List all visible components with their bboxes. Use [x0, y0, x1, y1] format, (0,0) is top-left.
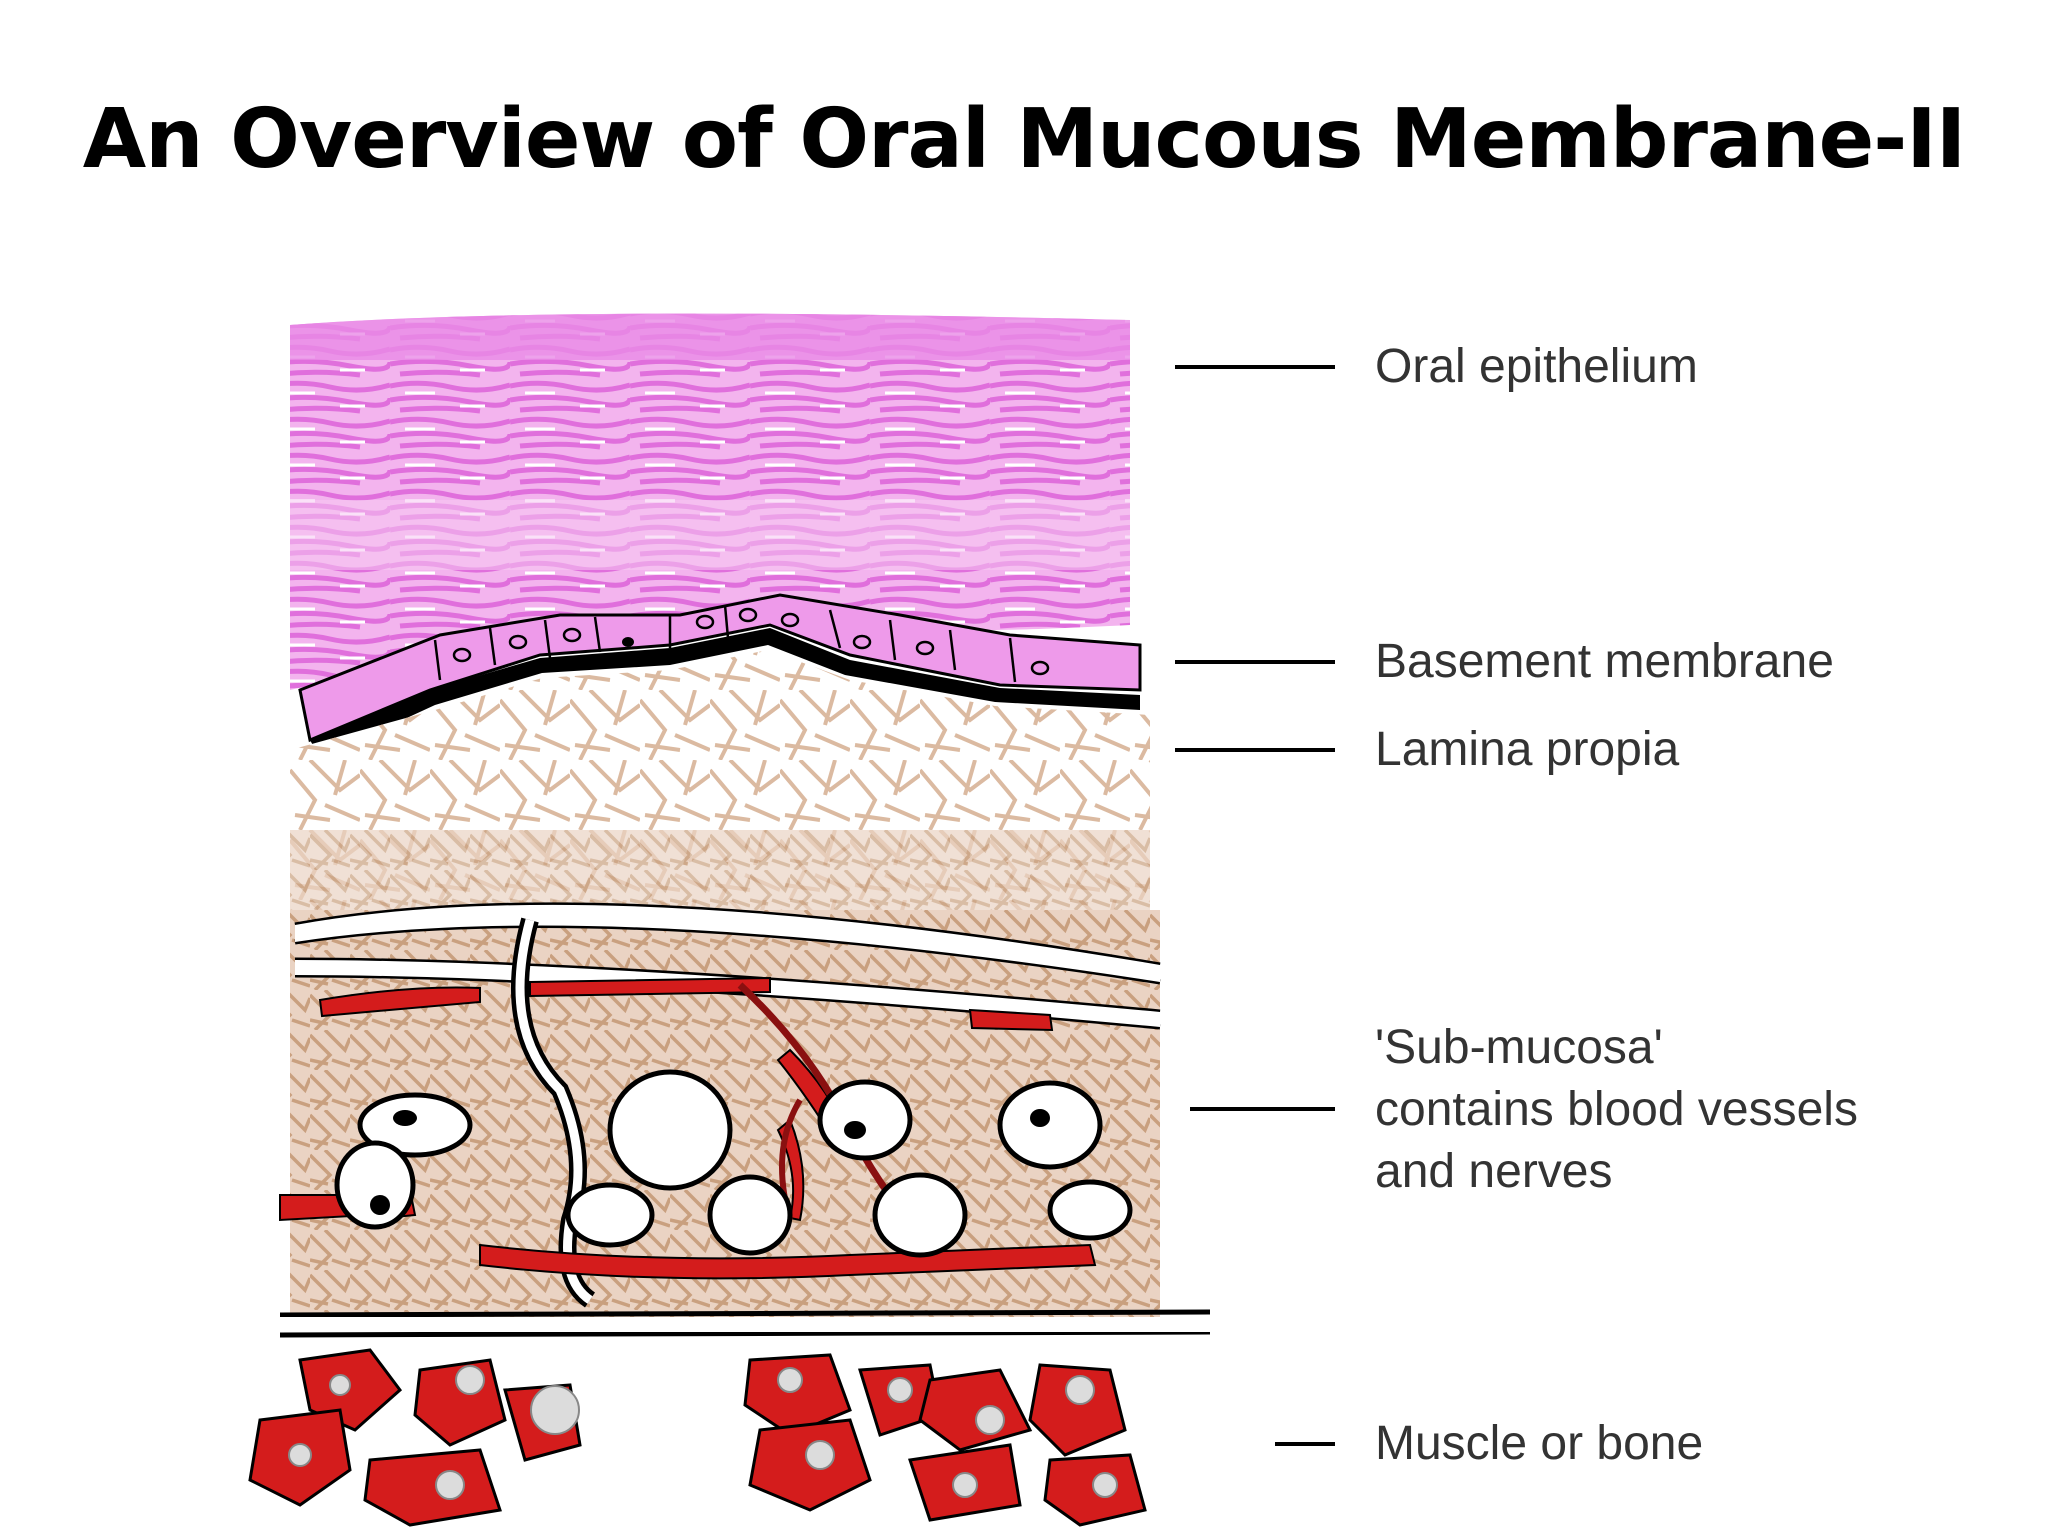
leader-muscle-bone: [1275, 1442, 1335, 1446]
basement-membrane: [310, 628, 1140, 758]
oral-epithelium-layer: [290, 313, 1130, 690]
leader-lamina-propria: [1175, 748, 1335, 752]
leader-basement-membrane: [1175, 660, 1335, 664]
submucosa-layer: [279, 902, 1210, 1338]
label-lamina-propria: Lamina propia: [1375, 723, 1680, 776]
lamina-propria-layer: [290, 650, 1150, 910]
basal-cell-layer: [298, 593, 1142, 743]
leader-submucosa: [1190, 1107, 1335, 1111]
label-submucosa-line2: contains blood vessels: [1375, 1083, 1858, 1136]
oral-mucosa-diagram: [248, 313, 1210, 1527]
label-basement-membrane: Basement membrane: [1375, 635, 1834, 688]
label-oral-epithelium: Oral epithelium: [1375, 340, 1698, 393]
leader-oral-epithelium: [1175, 365, 1335, 369]
slide-title: An Overview of Oral Mucous Membrane-II: [82, 92, 1967, 187]
muscle-bone-layer: [248, 1348, 1147, 1527]
label-submucosa-line1: 'Sub-mucosa': [1375, 1021, 1663, 1074]
label-submucosa-line3: and nerves: [1375, 1145, 1613, 1198]
label-muscle-bone: Muscle or bone: [1375, 1417, 1704, 1470]
